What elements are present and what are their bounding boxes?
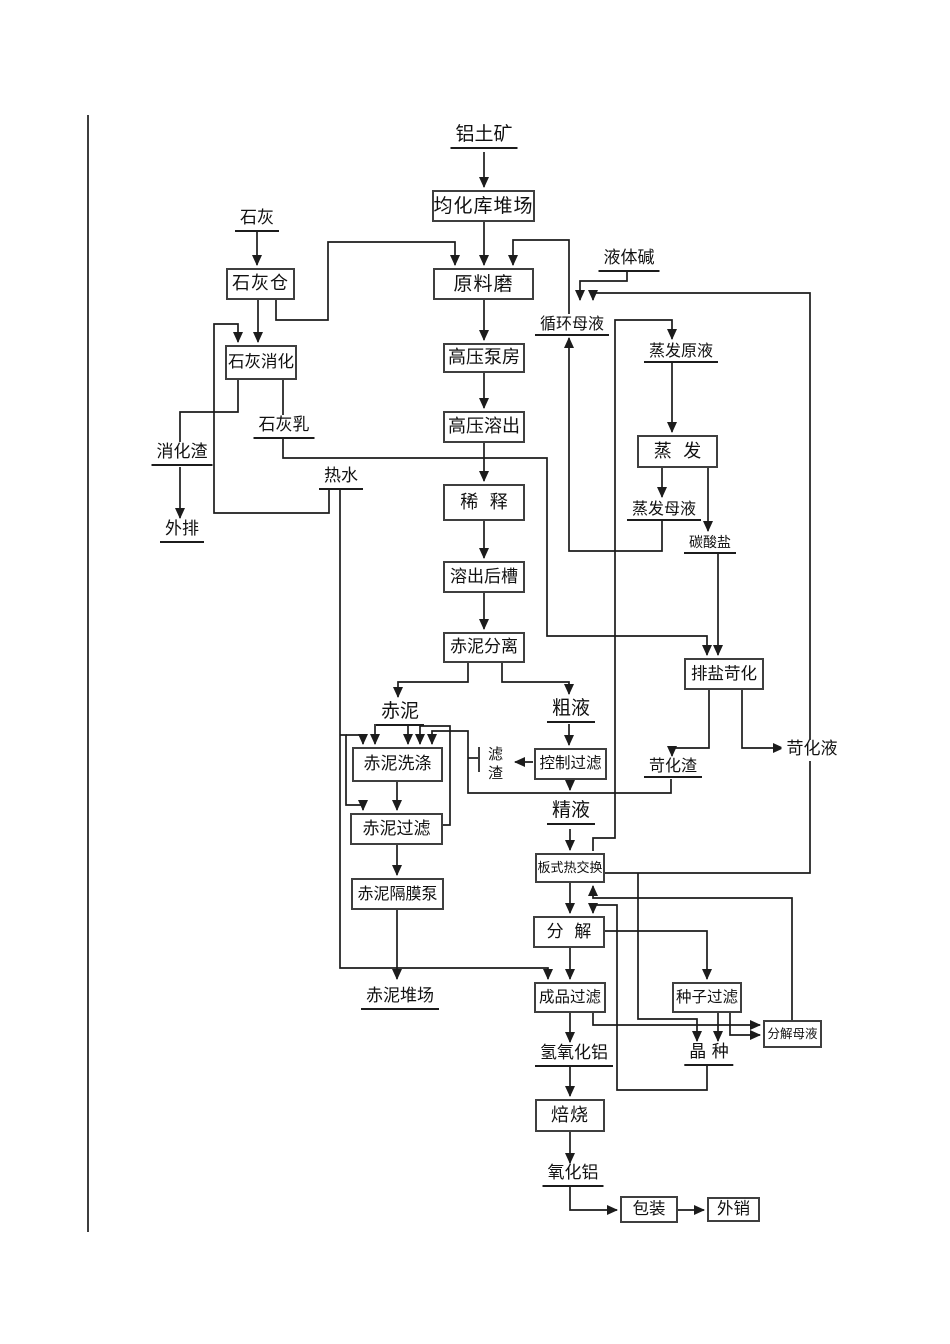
causticization-residue-label: 苛化渣 (643, 756, 703, 779)
packaging-box: 包装 (620, 1196, 678, 1223)
lime-slaking-box: 石灰消化 (225, 345, 297, 380)
control-filtration-box: 控制过滤 (534, 748, 607, 780)
red-mud-label: 赤泥 (375, 700, 425, 726)
lime-label: 石灰 (235, 208, 279, 232)
evaporation-feed-label: 蒸发原液 (643, 341, 719, 364)
aluminum-hydroxide-label: 氢氧化铝 (535, 1043, 613, 1067)
refined-liquor-label: 精液 (546, 799, 596, 825)
carbonate-label: 碳酸盐 (684, 535, 736, 555)
hot-water-label: 热水 (319, 466, 363, 490)
causticized-liquor-label: 苛化液 (781, 739, 843, 761)
crude-liquor-label: 粗液 (546, 697, 596, 723)
export-box: 外销 (707, 1197, 760, 1222)
red-mud-yard-label: 赤泥堆场 (361, 986, 439, 1010)
decomposition-box: 分 解 (533, 916, 605, 948)
hp-pump-house-box: 高压泵房 (443, 343, 525, 373)
red-mud-diaphragm-pump-box: 赤泥隔膜泵 (351, 878, 444, 910)
evaporation-mother-liquor-label: 蒸发母液 (626, 499, 702, 522)
red-mud-washing-box: 赤泥洗涤 (352, 747, 443, 782)
slaking-residue-label: 消化渣 (151, 442, 213, 466)
bauxite-label: 铝土矿 (450, 123, 518, 149)
decomposition-mother-liquor-box: 分解母液 (763, 1020, 822, 1048)
seed-filtration-box: 种子过滤 (672, 982, 742, 1013)
red-mud-filtration-box: 赤泥过滤 (350, 813, 443, 845)
red-mud-separation-box: 赤泥分离 (443, 632, 525, 663)
filter-residue-label: 滤渣 (486, 745, 505, 783)
hp-digestion-box: 高压溶出 (443, 411, 525, 443)
dilution-box: 稀 释 (443, 484, 525, 521)
product-filtration-box: 成品过滤 (534, 982, 606, 1013)
seed-crystal-label: 晶 种 (684, 1042, 734, 1066)
circulating-mother-liquor-label: 循环母液 (534, 314, 610, 337)
evaporation-box: 蒸 发 (637, 435, 718, 468)
lime-milk-label: 石灰乳 (253, 415, 315, 439)
alumina-label: 氧化铝 (542, 1163, 604, 1187)
post-digestion-tank-box: 溶出后槽 (443, 561, 525, 593)
salt-causticization-box: 排盐苛化 (684, 658, 764, 690)
lime-silo-box: 石灰仓 (226, 268, 295, 300)
homogenization-yard-box: 均化库堆场 (432, 190, 535, 222)
outfall-label: 外排 (160, 519, 204, 543)
liquid-alkali-label: 液体碱 (598, 248, 660, 272)
roasting-box: 焙烧 (535, 1099, 605, 1132)
raw-material-mill-box: 原料磨 (433, 268, 534, 300)
plate-heat-exchanger-box: 板式热交换 (535, 853, 605, 883)
